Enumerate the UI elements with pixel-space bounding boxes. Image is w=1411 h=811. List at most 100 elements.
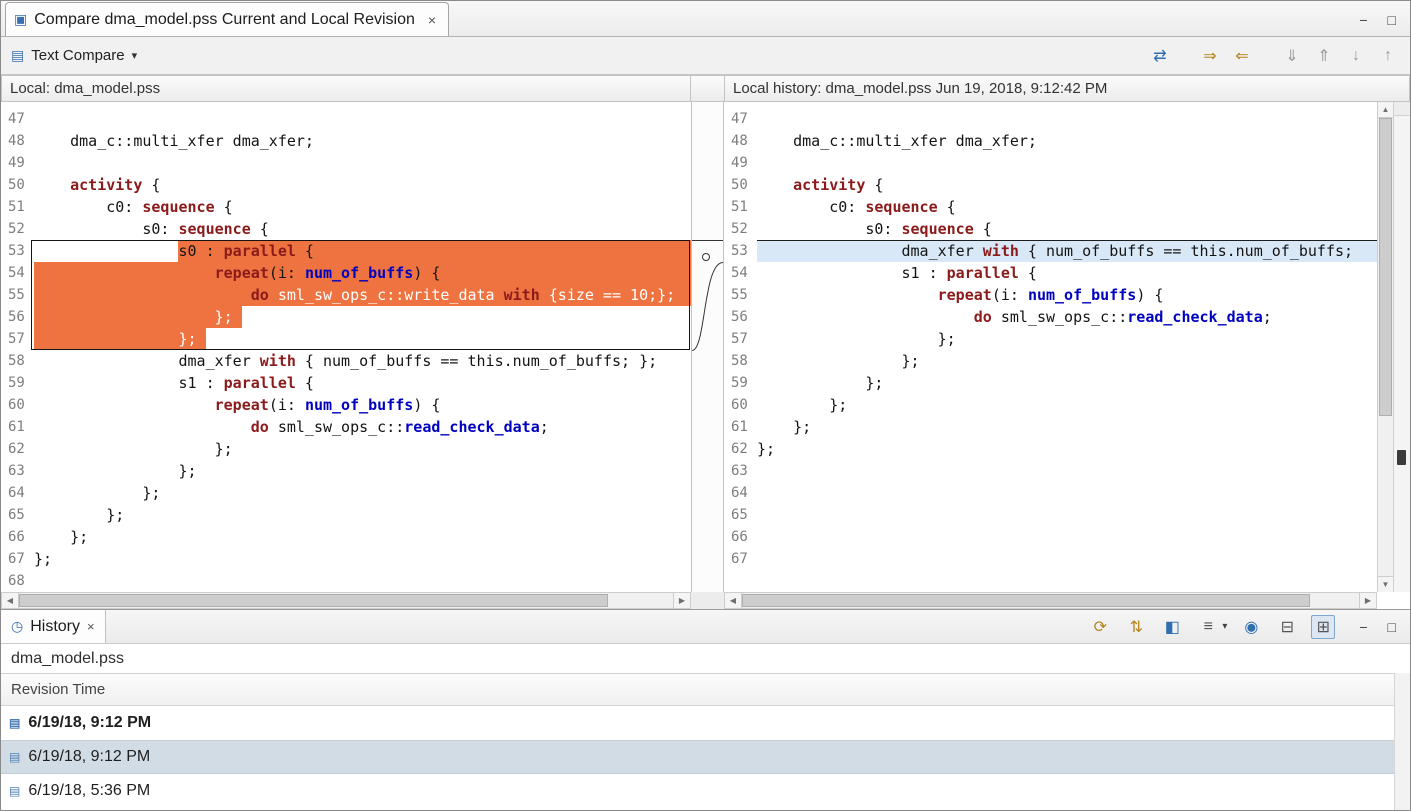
line-number: 53 xyxy=(731,243,748,259)
line-number: 58 xyxy=(731,353,748,369)
code-line: 66 }; xyxy=(1,526,691,548)
left-horizontal-scrollbar[interactable]: ◀ ▶ xyxy=(1,592,691,609)
line-number: 66 xyxy=(731,529,748,545)
diff-connector-gap xyxy=(691,75,724,609)
right-pane: Local history: dma_model.pss Jun 19, 201… xyxy=(724,75,1410,609)
previous-change-button[interactable]: ↑ xyxy=(1384,46,1392,64)
line-number: 65 xyxy=(8,507,25,523)
overview-ruler[interactable] xyxy=(1393,102,1410,592)
line-number: 48 xyxy=(8,133,25,149)
code-line: 50 activity { xyxy=(1,174,691,196)
history-vertical-scrollbar[interactable] xyxy=(1394,673,1410,810)
code-line: 53 dma_xfer with { num_of_buffs == this.… xyxy=(724,240,1377,262)
line-number: 67 xyxy=(8,551,25,567)
scroll-right-icon[interactable]: ▶ xyxy=(1359,593,1376,608)
overview-diff-marker[interactable] xyxy=(1397,450,1406,465)
view-mode-label: Text Compare xyxy=(31,47,125,64)
right-pane-header: Local history: dma_model.pss Jun 19, 201… xyxy=(724,75,1410,102)
code-line: 54 repeat(i: num_of_buffs) { xyxy=(1,262,691,284)
code-line: 60 repeat(i: num_of_buffs) { xyxy=(1,394,691,416)
scrollbar-thumb[interactable] xyxy=(19,594,608,607)
close-icon[interactable]: × xyxy=(87,619,95,634)
compare-editor-tab[interactable]: ▣ Compare dma_model.pss Current and Loca… xyxy=(5,2,450,36)
line-number: 66 xyxy=(8,529,25,545)
maximize-button[interactable]: □ xyxy=(1387,12,1396,28)
swap-panes-button[interactable]: ⇄ xyxy=(1153,47,1167,65)
link-with-editor-icon[interactable]: ⊞ xyxy=(1311,614,1336,639)
next-change-button[interactable]: ↓ xyxy=(1352,46,1360,64)
revision-time-column-header[interactable]: Revision Time xyxy=(1,673,1410,706)
maximize-button[interactable]: □ xyxy=(1387,618,1396,635)
diff-connector xyxy=(692,240,723,351)
minimize-button[interactable]: − xyxy=(1359,12,1368,28)
scroll-down-icon[interactable]: ▼ xyxy=(1378,576,1393,592)
code-line: 55 repeat(i: num_of_buffs) { xyxy=(724,284,1377,306)
scroll-left-icon[interactable]: ◀ xyxy=(725,593,742,608)
scrollbar-thumb[interactable] xyxy=(742,594,1310,607)
line-number: 56 xyxy=(8,309,25,325)
scrollbar-thumb[interactable] xyxy=(1379,118,1392,416)
compare-toolbar: ▤ Text Compare ▾ ⇄ ⇒ ⇐ ⇓ ⇑ ↓ ↑ xyxy=(1,37,1410,75)
get-contents-icon[interactable]: ⇅ xyxy=(1129,618,1144,636)
right-horizontal-scrollbar[interactable]: ◀ ▶ xyxy=(724,592,1377,609)
line-number: 59 xyxy=(8,375,25,391)
copy-right-to-left-button[interactable]: ⇐ xyxy=(1235,47,1249,65)
code-line: 55 do sml_sw_ops_c::write_data with {siz… xyxy=(1,284,691,306)
code-line: 57 }; xyxy=(724,328,1377,350)
line-number: 63 xyxy=(731,463,748,479)
editor-tabbar: ▣ Compare dma_model.pss Current and Loca… xyxy=(1,1,1410,37)
code-line: 48 dma_c::multi_xfer dma_xfer; xyxy=(724,130,1377,152)
code-line: 50 activity { xyxy=(724,174,1377,196)
revision-rows: ▤6/19/18, 9:12 PM▤6/19/18, 9:12 PM▤6/19/… xyxy=(1,706,1410,810)
refresh-icon[interactable]: ⟳ xyxy=(1093,618,1108,636)
code-line: 62 }; xyxy=(1,438,691,460)
line-number: 63 xyxy=(8,463,25,479)
history-icon: ◷ xyxy=(11,618,24,634)
code-line: 53 s0 : parallel { xyxy=(1,240,691,262)
code-line: 68 xyxy=(1,570,691,592)
code-line: 52 s0: sequence { xyxy=(724,218,1377,240)
history-row[interactable]: ▤6/19/18, 5:36 PM xyxy=(1,774,1410,808)
diff-highlight xyxy=(178,240,691,262)
history-tab[interactable]: ◷ History × xyxy=(1,610,106,643)
collapse-all-icon[interactable]: ⊟ xyxy=(1280,618,1295,636)
copy-left-to-right-button[interactable]: ⇒ xyxy=(1203,47,1217,65)
history-row[interactable]: ▤6/19/18, 9:12 PM xyxy=(1,740,1410,774)
code-line: 61 }; xyxy=(724,416,1377,438)
view-mode-selector[interactable]: ▤ Text Compare ▾ xyxy=(11,47,137,64)
line-number: 49 xyxy=(8,155,25,171)
code-line: 59 }; xyxy=(724,372,1377,394)
left-pane-header: Local: dma_model.pss xyxy=(1,75,691,102)
scroll-right-icon[interactable]: ▶ xyxy=(673,593,690,608)
line-number: 54 xyxy=(731,265,748,281)
minimize-button[interactable]: − xyxy=(1359,618,1368,635)
scroll-left-icon[interactable]: ◀ xyxy=(2,593,19,608)
previous-difference-button[interactable]: ⇑ xyxy=(1317,47,1331,65)
code-line: 65 xyxy=(724,504,1377,526)
pin-icon[interactable]: ◉ xyxy=(1244,618,1259,636)
line-number: 68 xyxy=(8,573,25,589)
line-number: 55 xyxy=(731,287,748,303)
code-line: 51 c0: sequence { xyxy=(724,196,1377,218)
code-line: 58 }; xyxy=(724,350,1377,372)
next-difference-button[interactable]: ⇓ xyxy=(1285,47,1299,65)
code-line: 59 s1 : parallel { xyxy=(1,372,691,394)
close-icon[interactable]: × xyxy=(427,11,437,28)
line-number: 67 xyxy=(731,551,748,567)
scroll-up-icon[interactable]: ▲ xyxy=(1378,102,1393,118)
history-view: ◷ History × ⟳ ⇅ ◧ ≡ ▾ ◉ ⊟ ⊞ − □ dma_m xyxy=(1,609,1410,810)
group-by-button[interactable]: ≡ ▾ xyxy=(1196,615,1228,639)
overview-ruler-header[interactable] xyxy=(1394,102,1410,116)
line-number: 56 xyxy=(731,309,748,325)
code-line: 66 xyxy=(724,526,1377,548)
line-number: 55 xyxy=(8,287,25,303)
history-row[interactable]: ▤6/19/18, 9:12 PM xyxy=(1,706,1410,740)
code-line: 49 xyxy=(1,152,691,174)
history-tab-label: History xyxy=(30,617,80,635)
compare-mode-icon[interactable]: ◧ xyxy=(1164,618,1180,636)
right-vertical-scrollbar[interactable]: ▲ ▼ xyxy=(1377,102,1393,592)
code-line: 62}; xyxy=(724,438,1377,460)
